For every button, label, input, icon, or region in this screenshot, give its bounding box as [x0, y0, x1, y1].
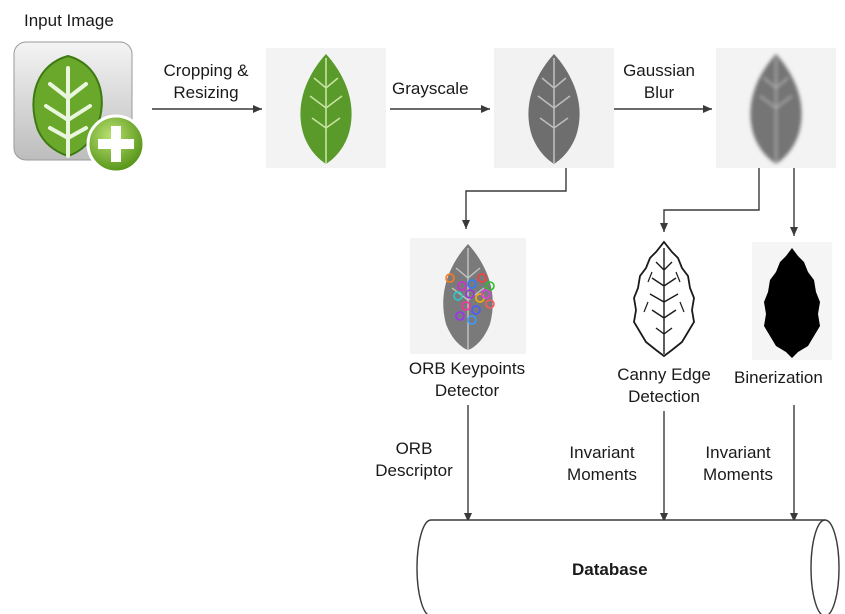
binarization-label: Binerization: [734, 368, 823, 387]
canny-edge-label: Canny Edge Detection: [590, 364, 738, 408]
input-image-label: Input Image: [24, 11, 114, 30]
database-cylinder: [416, 519, 840, 614]
input-image-icon: [10, 38, 150, 178]
invariant-moments-2-line2: Moments: [703, 465, 773, 484]
database-label: Database: [572, 560, 648, 579]
blurred-leaf-image: [716, 48, 836, 168]
gaussian-blur-label: Gaussian Blur: [612, 60, 706, 104]
crop-resize-label: Cropping & Resizing: [150, 60, 262, 104]
crop-resize-line2: Resizing: [173, 83, 239, 102]
grayscale-leaf-image: [494, 48, 614, 168]
invariant-moments-1-line2: Moments: [567, 465, 637, 484]
orb-descriptor-label: ORB Descriptor: [364, 438, 464, 482]
orb-keypoints-label: ORB Keypoints Detector: [382, 358, 552, 402]
canny-edge-line1: Canny Edge: [617, 365, 711, 384]
canny-edge-line2: Detection: [628, 387, 700, 406]
orb-descriptor-line1: ORB: [395, 439, 433, 458]
orb-keypoints-line1: ORB Keypoints: [408, 359, 526, 378]
gaussian-blur-line2: Blur: [643, 83, 675, 102]
canny-edge-image: [622, 236, 706, 360]
invariant-moments-label-1: Invariant Moments: [552, 442, 652, 486]
orb-keypoints-image: [410, 238, 526, 354]
orb-descriptor-line2: Descriptor: [375, 461, 453, 480]
binarized-leaf-image: [752, 242, 832, 360]
arrow-blur-to-canny: [660, 168, 760, 232]
gaussian-blur-line1: Gaussian: [623, 61, 695, 80]
invariant-moments-1-line1: Invariant: [569, 443, 635, 462]
cropped-leaf-image: [266, 48, 386, 168]
grayscale-label: Grayscale: [392, 79, 469, 98]
invariant-moments-2-line1: Invariant: [705, 443, 771, 462]
arrow-gray-to-orb: [462, 168, 567, 229]
crop-resize-line1: Cropping &: [163, 61, 249, 80]
orb-keypoints-line2: Detector: [434, 381, 500, 400]
invariant-moments-label-2: Invariant Moments: [688, 442, 788, 486]
